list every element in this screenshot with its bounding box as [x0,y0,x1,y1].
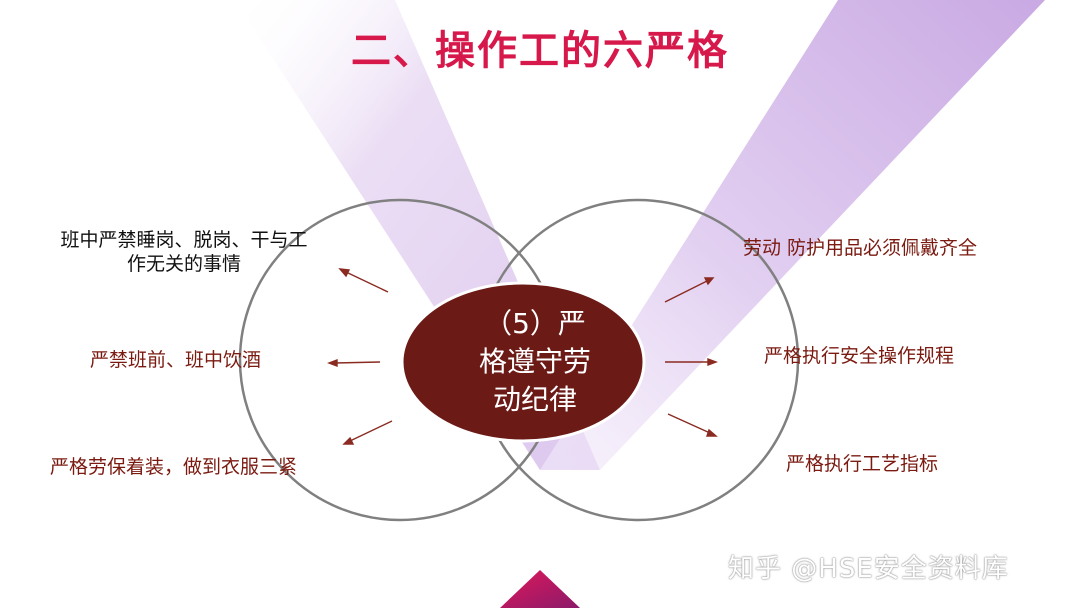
center-label-line-3: 动纪律 [492,383,577,416]
arrow-right-bottom [667,413,711,434]
arrow-right-top [664,280,708,303]
left-item-1-line-2: 作无关的事情 [126,253,241,275]
center-label: （5）严 格遵守劳 动纪律 [440,305,630,419]
right-item-2: 严格执行安全操作规程 [764,345,955,367]
page-title: 二、操作工的六严格 [351,28,729,74]
left-item-1: 班中严禁睡岗、脱岗、干与工 作无关的事情 [53,228,315,276]
right-item-3: 严格执行工艺指标 [786,453,939,475]
right-item-1: 劳动 防护用品必须佩戴齐全 [743,237,978,259]
left-item-1-line-1: 班中严禁睡岗、脱岗、干与工 [60,229,308,251]
center-label-line-1: （5）严 [484,307,586,340]
arrow-left-bottom [349,420,393,442]
left-item-3: 严格劳保着装，做到衣服三紧 [50,456,298,478]
center-ellipse [400,281,646,443]
watermark: 知乎 @HSE安全资料库 [728,554,1009,584]
arrow-left-top [345,271,389,293]
arrow-left-mid [334,361,381,364]
left-item-2: 严禁班前、班中饮酒 [90,349,262,371]
band-right [540,0,1045,470]
bottom-triangle [500,570,580,608]
center-label-line-2: 格遵守劳 [478,345,591,378]
